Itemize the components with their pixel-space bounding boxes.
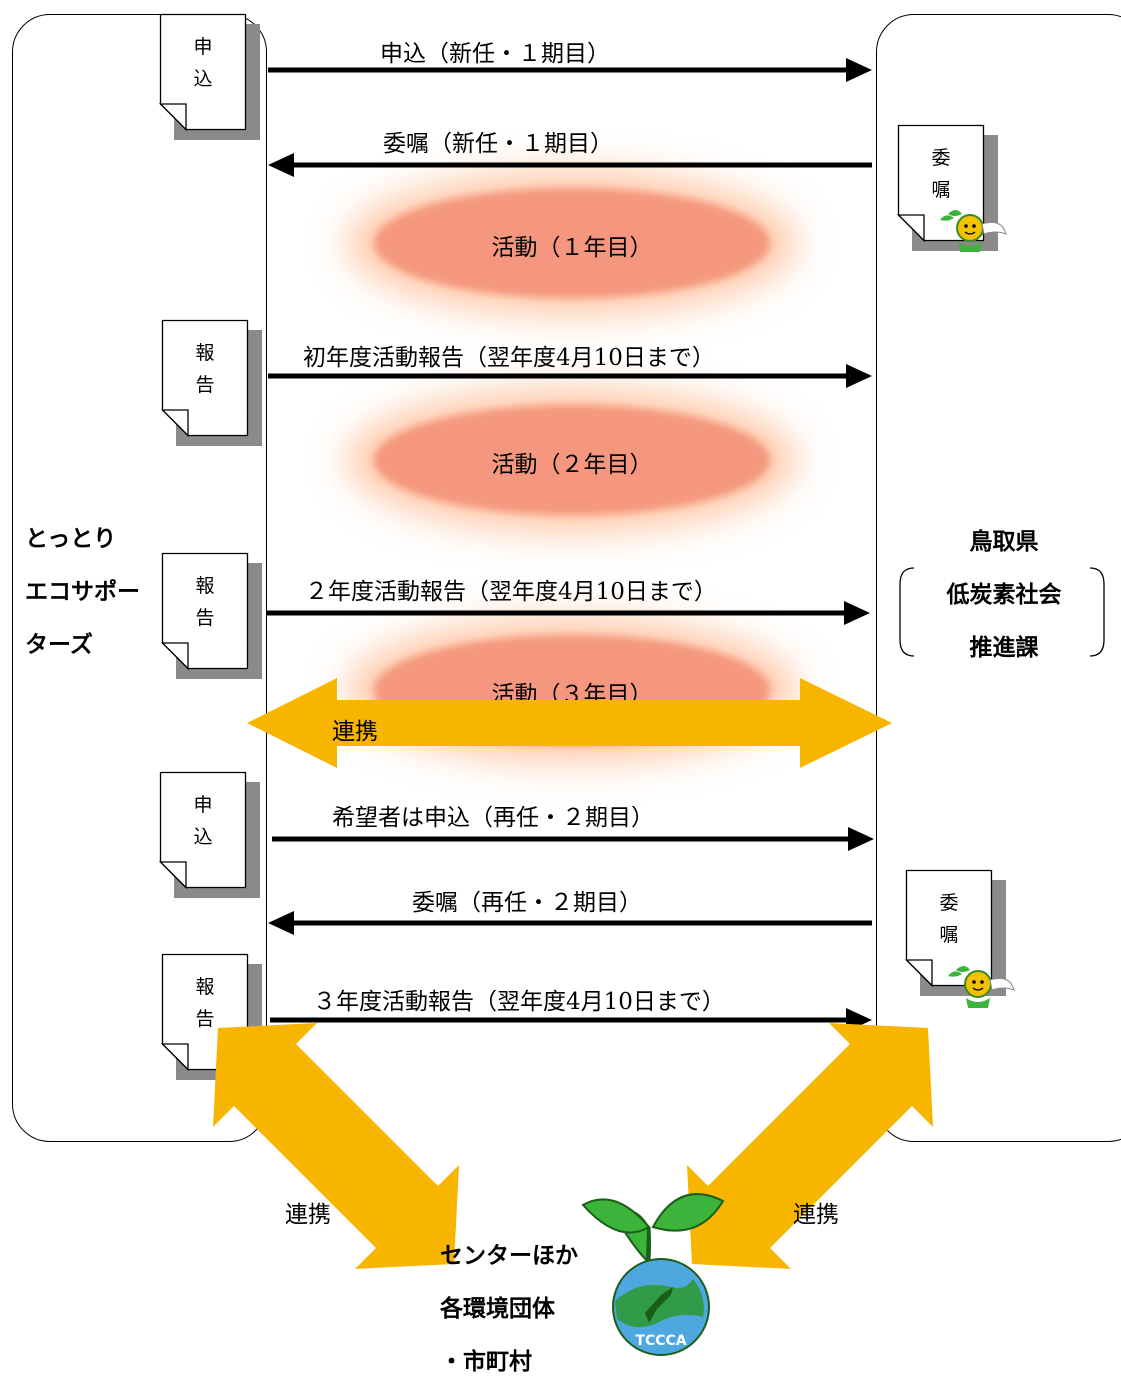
flow-label-apply-new: 申込（新任・１期目） xyxy=(380,41,610,67)
doc-char: 申 xyxy=(193,794,213,816)
left-entity-line: ターズ xyxy=(25,632,93,658)
right-entity-line: 推進課 xyxy=(969,635,1039,661)
flow-label-commission-reappoint: 委嘱（再任・２期目） xyxy=(412,890,642,916)
doc-char: 告 xyxy=(195,374,215,396)
left-entity-line: とっとり xyxy=(25,526,117,552)
arrow-commission-new xyxy=(268,153,872,177)
cooperation-arrow-right-diagonal xyxy=(687,1023,933,1269)
doc-char: 報 xyxy=(195,575,215,597)
right-entity-bracket xyxy=(899,567,1105,657)
left-entity-line: エコサポー xyxy=(25,579,140,605)
doc-char: 込 xyxy=(193,826,213,848)
bottom-entity-line: ・市町村 xyxy=(440,1349,532,1375)
doc-char: 報 xyxy=(195,342,215,364)
activity-year2-label: 活動（２年目） xyxy=(491,452,653,478)
activity-core-year1 xyxy=(374,188,770,298)
document-icon-apply-1: 申 込 xyxy=(158,13,260,140)
document-icon-apply-2: 申 込 xyxy=(158,771,260,898)
doc-char: 報 xyxy=(195,976,215,998)
right-entity-label: 鳥取県 低炭素社会 推進課 xyxy=(915,516,1093,675)
bottom-entity-label: センターほか 各環境団体 ・市町村 xyxy=(440,1230,578,1389)
logo-text: TCCCA xyxy=(635,1333,686,1349)
cooperation-label-left: 連携 xyxy=(285,1202,331,1228)
doc-char: 委 xyxy=(931,147,951,169)
left-entity-label: とっとり エコサポー ターズ xyxy=(25,513,140,672)
activity-year1-label: 活動（１年目） xyxy=(491,235,653,261)
mascot-icon xyxy=(948,966,1015,1008)
arrow-report-first xyxy=(268,364,872,388)
flow-label-report-first: 初年度活動報告（翌年度4月10日まで） xyxy=(303,345,715,371)
doc-char: 告 xyxy=(195,1008,215,1030)
flow-label-commission-new: 委嘱（新任・１期目） xyxy=(383,131,613,157)
arrow-apply-new xyxy=(268,58,872,82)
tccca-logo: TCCCA xyxy=(581,1193,725,1356)
document-icon-report-2: 報 告 xyxy=(160,552,262,679)
bottom-entity-line: センターほか xyxy=(440,1243,578,1269)
arrow-commission-reappoint xyxy=(268,911,872,935)
flow-label-report-third: ３年度活動報告（翌年度4月10日まで） xyxy=(313,989,725,1015)
doc-char: 申 xyxy=(193,36,213,58)
arrow-apply-reappoint xyxy=(272,827,874,851)
mascot-icon xyxy=(940,210,1007,252)
right-entity-line: 低炭素社会 xyxy=(946,582,1062,608)
cooperation-label-right: 連携 xyxy=(793,1202,839,1228)
cooperation-arrow-horizontal xyxy=(247,678,892,768)
doc-char: 嘱 xyxy=(939,924,959,946)
doc-char: 委 xyxy=(939,892,959,914)
right-entity-line: 鳥取県 xyxy=(969,529,1039,555)
document-icon-report-1: 報 告 xyxy=(160,319,262,446)
arrow-report-second xyxy=(266,601,870,625)
bottom-entity-line: 各環境団体 xyxy=(440,1296,555,1322)
flow-label-report-second: ２年度活動報告（翌年度4月10日まで） xyxy=(305,579,717,605)
flow-label-apply-reappoint: 希望者は申込（再任・２期目） xyxy=(332,805,654,831)
cooperation-label-horizontal: 連携 xyxy=(332,719,378,745)
cooperation-arrow-left-diagonal xyxy=(213,1023,459,1269)
activity-core-year2 xyxy=(374,405,770,515)
doc-char: 込 xyxy=(193,68,213,90)
doc-char: 告 xyxy=(195,607,215,629)
doc-char: 嘱 xyxy=(931,179,951,201)
document-icon-commission-2: 委 嘱 xyxy=(904,869,1006,996)
